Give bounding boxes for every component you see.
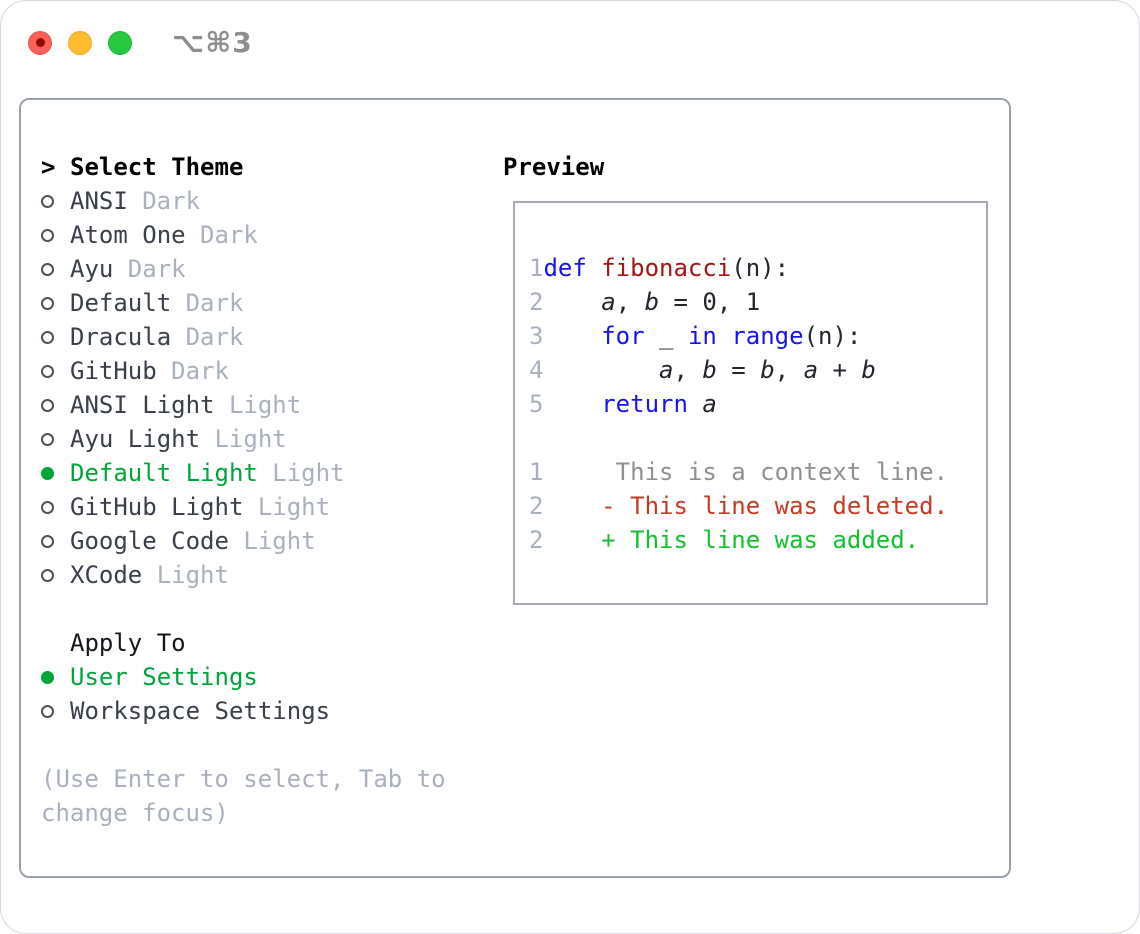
spacer [529, 421, 986, 455]
radio-unselected-icon [41, 330, 70, 344]
radio-unselected-icon [41, 296, 70, 310]
radio-unselected-icon [41, 704, 70, 718]
radio-unselected-icon [41, 262, 70, 276]
help-text: (Use Enter to select, Tab to change focu… [41, 765, 446, 827]
radio-unselected-icon [41, 194, 70, 208]
radio-unselected-icon [41, 432, 70, 446]
window-title: ⌥⌘3 [172, 26, 253, 59]
focus-caret-icon: > [41, 153, 56, 181]
line-number: 2 [529, 492, 544, 520]
radio-unselected-icon [41, 398, 70, 412]
diff-deleted-line: 2 - This line was deleted. [529, 489, 986, 523]
apply-option-user-settings[interactable]: User Settings [41, 660, 503, 694]
code-line: 4 a, b = b, a + b [529, 353, 986, 387]
spacer [41, 592, 503, 626]
select-theme-label: Select Theme [70, 153, 244, 181]
code-line: 3 for _ in range(n): [529, 319, 986, 353]
radio-unselected-icon [41, 500, 70, 514]
apply-to-label: Apply To [70, 629, 186, 657]
line-number: 4 [529, 356, 544, 384]
select-theme-header: > Select Theme [41, 150, 503, 184]
apply-option-workspace-settings[interactable]: Workspace Settings [41, 694, 503, 728]
radio-selected-icon [41, 670, 70, 684]
minimize-button[interactable] [68, 30, 92, 55]
apply-to-header: Apply To [41, 626, 503, 660]
line-number: 1 [529, 254, 544, 282]
zoom-button[interactable] [108, 30, 132, 55]
line-number: 3 [529, 322, 544, 350]
line-number: 2 [529, 288, 544, 316]
radio-unselected-icon [41, 534, 70, 548]
code-line: 5 return a [529, 387, 986, 421]
diff-added-line: 2 + This line was added. [529, 523, 986, 557]
line-number: 1 [529, 458, 544, 486]
close-dot-icon [35, 38, 45, 47]
radio-unselected-icon [41, 228, 70, 242]
line-number: 5 [529, 390, 544, 418]
diff-context-line: 1 This is a context line. [529, 455, 986, 489]
radio-unselected-icon [41, 568, 70, 582]
line-number: 2 [529, 526, 544, 554]
radio-selected-icon [41, 466, 70, 480]
radio-unselected-icon [41, 364, 70, 378]
titlebar: ⌥⌘3 [28, 26, 253, 59]
preview-header: Preview [503, 153, 605, 181]
close-button[interactable] [28, 30, 52, 55]
code-line: 2 a, b = 0, 1 [529, 285, 986, 319]
